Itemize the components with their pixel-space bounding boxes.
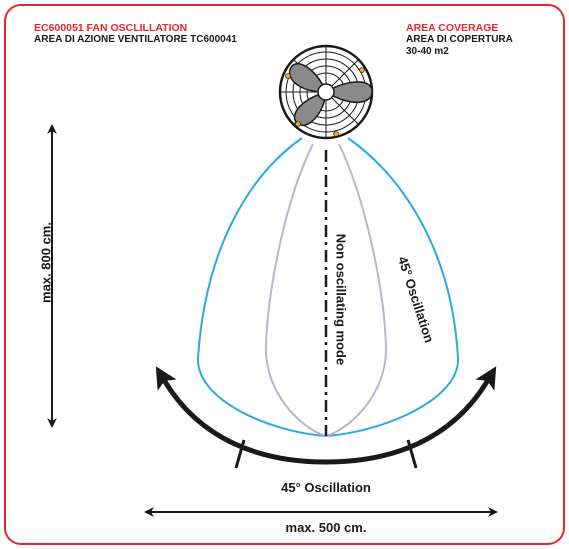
frame-border: [4, 4, 565, 545]
coverage-subtitle: AREA DI COPERTURA: [406, 34, 513, 45]
product-title: EC600051 FAN OSCLILLATION: [34, 22, 188, 34]
fan-icon: [278, 44, 374, 140]
product-subtitle: AREA DI AZIONE VENTILATORE TC600041: [34, 34, 237, 45]
oscillation-arc-arrow: [155, 366, 497, 465]
oscillation-tick-left: [234, 439, 246, 469]
non-oscillating-label: Non oscillating mode: [333, 233, 349, 366]
coverage-title: AREA COVERAGE: [406, 22, 499, 34]
coverage-value: 30-40 m2: [406, 46, 449, 57]
oscillation-bottom-label: 45° Oscillation: [281, 480, 371, 495]
max-depth-label: max. 800 cm.: [38, 222, 54, 303]
max-width-label: max. 500 cm.: [285, 520, 367, 535]
oscillation-tick-right: [406, 439, 418, 469]
